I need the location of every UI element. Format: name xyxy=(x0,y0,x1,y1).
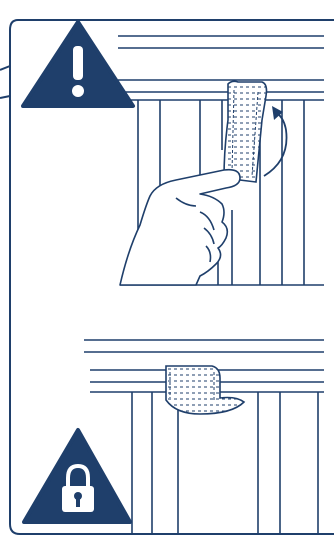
callout-leader xyxy=(0,66,10,98)
curved-arrow-icon xyxy=(264,106,287,176)
strap-lower xyxy=(166,366,244,414)
padlock-triangle-icon xyxy=(24,430,130,522)
warning-triangle-exclamation-icon xyxy=(23,22,133,106)
